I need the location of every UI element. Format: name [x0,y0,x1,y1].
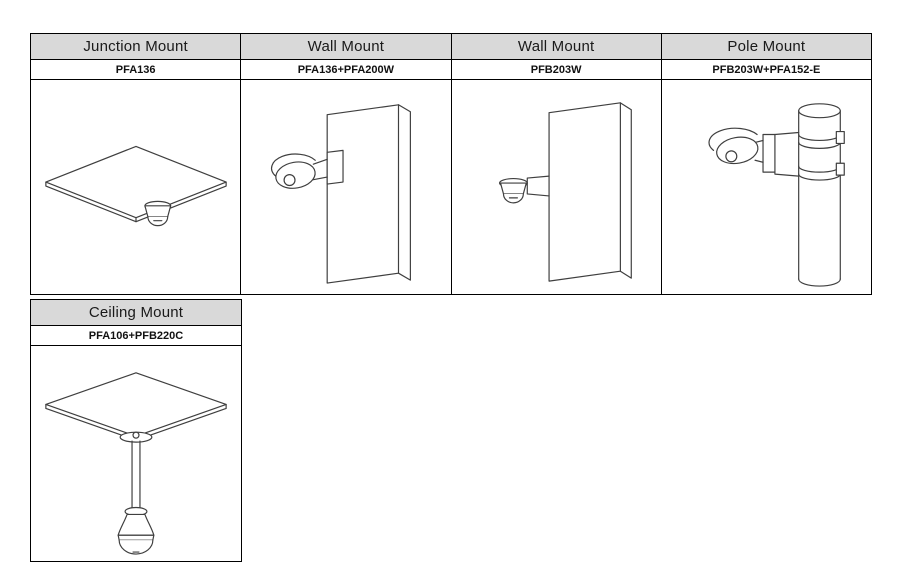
mount-illustration-row [29,79,873,295]
mount-title-row: Junction Mount Wall Mount Wall Mount Pol… [29,33,873,60]
mount-title-row-bottom: Ceiling Mount [30,299,242,326]
mount-title-ceiling: Ceiling Mount [30,299,242,326]
mount-illus-cell-wall-1 [240,79,452,295]
mount-part-ceiling: PFA106+PFB220C [30,325,242,346]
mount-part-junction: PFA136 [29,59,242,80]
mount-part-pole: PFB203W+PFA152-E [660,59,873,80]
mount-part-wall-1: PFA136+PFA200W [240,59,452,80]
mount-illus-cell-junction [29,79,242,295]
pole-mount-strap-camera-illustration [708,102,846,287]
mount-options-table-bottom: Ceiling Mount PFA106+PFB220C [30,299,242,562]
mount-options-table-top: Junction Mount Wall Mount Wall Mount Pol… [29,33,873,295]
ceiling-pendant-mount-illustration [45,371,227,555]
mount-illus-cell-ceiling [30,345,242,562]
mount-part-row-bottom: PFA106+PFB220C [30,325,242,346]
mount-part-row: PFA136 PFA136+PFA200W PFB203W PFB203W+PF… [29,59,873,80]
mount-title-pole: Pole Mount [660,33,873,60]
junction-mount-illustration [44,145,227,226]
mount-title-wall-1: Wall Mount [240,33,452,60]
mount-title-junction: Junction Mount [29,33,242,60]
mount-illus-cell-pole [660,79,873,295]
mount-part-wall-2: PFB203W [450,59,662,80]
wall-mount-bracket-camera-illustration [499,101,632,282]
mount-illustration-row-bottom [30,345,242,562]
mount-title-wall-2: Wall Mount [450,33,662,60]
wall-mount-hooded-camera-illustration [270,103,411,284]
mount-illus-cell-wall-2 [450,79,662,295]
